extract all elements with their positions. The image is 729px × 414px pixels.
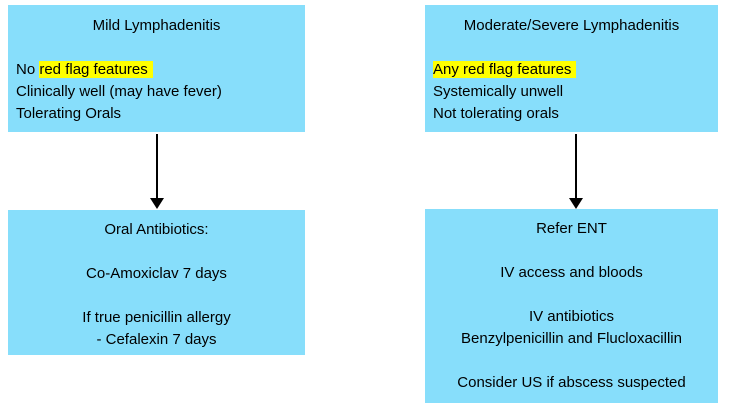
arrow-head-icon: [150, 198, 164, 209]
blank-line: [425, 350, 718, 372]
criteria-line-tolerating-orals: Tolerating Orals: [16, 105, 122, 122]
node-title-mild: Mild Lymphadenitis: [92, 17, 221, 34]
down-arrow-right: [569, 134, 583, 209]
criteria-prefix: No: [16, 61, 40, 78]
treatment-line-oral-antibiotics: Oral Antibiotics:: [104, 221, 209, 238]
down-arrow-left: [150, 134, 164, 209]
treatment-line-penicillin-allergy: If true penicillin allergy: [82, 309, 231, 326]
criteria-line-red-flags: Any red flag features: [433, 59, 718, 81]
criteria-line-clinically-well: Clinically well (may have fever): [16, 83, 222, 100]
highlighted-text: Any red flag features: [433, 61, 577, 78]
blank-line: [425, 240, 718, 262]
arrow-shaft: [155, 134, 159, 198]
node-body-moderate: Any red flag features Systemically unwel…: [425, 59, 718, 125]
blank-line: [8, 285, 305, 307]
blank-line: [8, 241, 305, 263]
criteria-line-not-tolerating: Not tolerating orals: [433, 105, 559, 122]
treatment-line-coamoxiclav: Co-Amoxiclav 7 days: [86, 265, 227, 282]
blank-line: [425, 284, 718, 306]
blank-line: [425, 37, 718, 59]
node-mild-lymphadenitis: Mild Lymphadenitis No red flag features …: [8, 5, 305, 132]
arrow-shaft: [574, 134, 578, 198]
treatment-line-benzylpenicillin: Benzylpenicillin and Flucloxacillin: [461, 330, 682, 347]
highlighted-text: red flag features: [39, 61, 153, 78]
blank-line: [8, 37, 305, 59]
node-oral-antibiotics: Oral Antibiotics: Co-Amoxiclav 7 days If…: [8, 210, 305, 355]
criteria-line-red-flags: No red flag features: [16, 59, 305, 81]
treatment-line-refer-ent: Refer ENT: [536, 220, 607, 237]
treatment-line-ultrasound: Consider US if abscess suspected: [457, 374, 686, 391]
node-moderate-severe-lymphadenitis: Moderate/Severe Lymphadenitis Any red fl…: [425, 5, 718, 132]
node-refer-ent: Refer ENT IV access and bloods IV antibi…: [425, 209, 718, 403]
arrow-head-icon: [569, 198, 583, 209]
treatment-line-iv-access: IV access and bloods: [500, 264, 643, 281]
node-title-moderate: Moderate/Severe Lymphadenitis: [463, 17, 680, 34]
treatment-line-iv-antibiotics: IV antibiotics: [528, 308, 615, 325]
treatment-line-cefalexin: - Cefalexin 7 days: [96, 331, 217, 348]
node-body-mild: No red flag features Clinically well (ma…: [8, 59, 305, 125]
criteria-line-systemically-unwell: Systemically unwell: [433, 83, 564, 100]
